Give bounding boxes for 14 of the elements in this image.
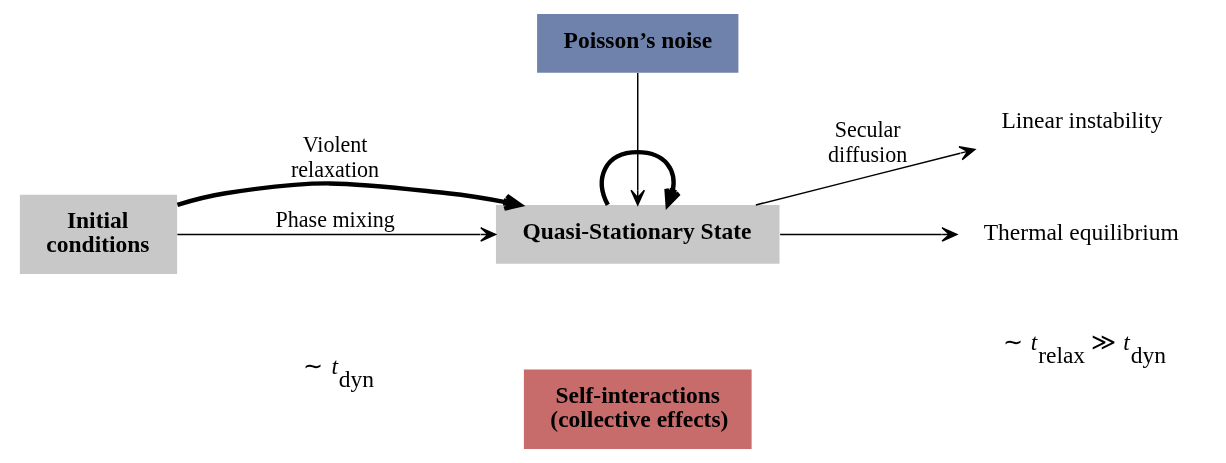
node-box: Self-interactions (collective effects): [523, 369, 752, 449]
edge-label: Violent relaxation: [290, 132, 379, 183]
node-box: Initial conditions: [19, 194, 177, 275]
node-text: Thermal equilibrium: [983, 219, 1179, 246]
arrow: [176, 227, 496, 242]
arrow: [778, 227, 958, 242]
edge-label: Secular diffusion: [827, 117, 907, 168]
node-box: Quasi-Stationary State: [495, 205, 780, 264]
edge-label: Phase mixing: [275, 207, 395, 233]
arrow: [629, 72, 645, 206]
arrow: [599, 149, 681, 208]
node-box: Poisson’s noise: [536, 14, 738, 73]
node-text: Linear instability: [1000, 107, 1163, 134]
arrow: [754, 146, 976, 206]
